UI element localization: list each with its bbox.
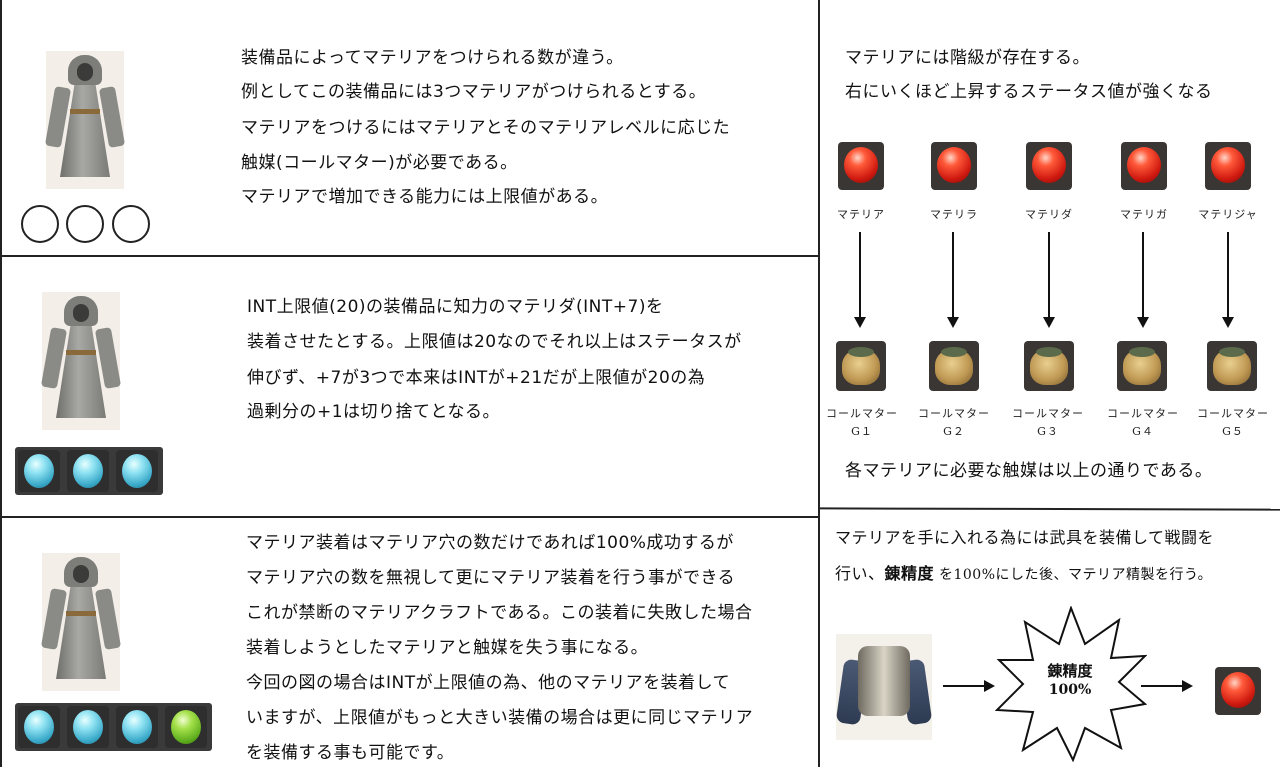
burst-value: 100%	[1048, 682, 1092, 698]
blue-materia-icon	[67, 450, 109, 492]
materia-name: マテリガ	[1120, 208, 1168, 221]
blue-materia-icon	[116, 706, 158, 748]
down-arrow-icon	[1137, 232, 1149, 328]
catalyst-sack-icon	[1207, 341, 1257, 391]
materia-name: マテリア	[837, 208, 885, 221]
panel1-line: 装備品によってマテリアをつけられる数が違う。	[241, 48, 624, 68]
robe-image	[40, 292, 122, 430]
panel3-line: マテリア穴の数を無視して更にマテリア装着を行う事ができる	[246, 568, 736, 588]
refine-keyword: 錬精度	[884, 564, 935, 583]
catalyst-grade: G５	[1222, 425, 1244, 438]
acquire-line-2-start: 行い、	[835, 564, 885, 583]
materia-rank-subheading: 右にいくほど上昇するステータス値が強くなる	[845, 82, 1213, 102]
red-materia-icon	[931, 142, 977, 190]
acquire-line-2: 行い、錬精度 を100%にした後、マテリア精製を行う。	[835, 563, 1212, 586]
down-arrow-icon	[1043, 232, 1055, 328]
burst-label: 錬精度	[1047, 662, 1093, 680]
panel1-line: マテリアで増加できる能力には上限値がある。	[241, 187, 609, 207]
blue-materia-icon	[116, 450, 158, 492]
panel2-line: INT上限値(20)の装備品に知力のマテリダ(INT+7)を	[247, 297, 664, 317]
panel1-line: マテリアをつけるにはマテリアとそのマテリアレベルに応じた	[241, 118, 731, 138]
catalyst-name: コールマター	[1197, 407, 1269, 420]
blue-materia-icon	[18, 450, 60, 492]
acquire-line-2-end: を100%にした後、マテリア精製を行う。	[934, 567, 1213, 583]
center-divider	[818, 0, 820, 767]
catalyst-name: コールマター	[1107, 407, 1179, 420]
right-arrow-icon	[943, 680, 995, 692]
panel2-line: 伸びず、+7が3つで本来はINTが+21だが上限値が20の為	[247, 368, 706, 388]
down-arrow-icon	[1222, 232, 1234, 328]
red-materia-icon	[1205, 142, 1251, 190]
materia-rank-heading: マテリアには階級が存在する。	[845, 48, 1090, 68]
armor-image	[835, 634, 933, 740]
empty-slot	[112, 205, 150, 243]
green-materia-icon	[165, 706, 207, 748]
left-border	[0, 0, 2, 767]
right-divider	[819, 507, 1280, 511]
catalyst-sack-icon	[929, 341, 979, 391]
red-materia-icon	[1026, 142, 1072, 190]
blue-materia-icon	[18, 706, 60, 748]
panel1-line: 触媒(コールマター)が必要である。	[241, 153, 518, 173]
panel2-bottom-divider	[0, 516, 820, 518]
burst-shape	[995, 606, 1147, 762]
catalyst-name: コールマター	[826, 407, 898, 420]
catalyst-footer-text: 各マテリアに必要な触媒は以上の通りである。	[845, 461, 1213, 481]
catalyst-grade: G１	[851, 425, 873, 438]
acquire-line-1: マテリアを手に入れる為には武具を装備して戦闘を	[835, 528, 1215, 547]
panel3-line: 今回の図の場合はINTが上限値の為、他のマテリアを装着して	[246, 673, 731, 693]
down-arrow-icon	[854, 232, 866, 328]
red-materia-icon	[1215, 667, 1261, 715]
panel3-line: 装着しようとしたマテリアと触媒を失う事になる。	[246, 638, 649, 658]
materia-name: マテリジャ	[1198, 208, 1258, 221]
panel3-line: いますが、上限値がもっと大きい装備の場合は更に同じマテリア	[246, 708, 754, 728]
panel3-line: これが禁断のマテリアクラフトである。この装着に失敗した場合	[246, 603, 753, 623]
empty-slot	[21, 205, 59, 243]
red-materia-icon	[1121, 142, 1167, 190]
panel3-line: を装備する事も可能です。	[246, 743, 455, 763]
panel3-line: マテリア装着はマテリア穴の数だけであれば100%成功するが	[246, 533, 734, 553]
blue-materia-icon	[67, 706, 109, 748]
catalyst-grade: G２	[943, 425, 965, 438]
catalyst-name: コールマター	[1012, 407, 1084, 420]
catalyst-grade: G４	[1132, 425, 1154, 438]
catalyst-grade: G３	[1037, 425, 1059, 438]
catalyst-name: コールマター	[918, 407, 990, 420]
catalyst-sack-icon	[1024, 341, 1074, 391]
down-arrow-icon	[947, 232, 959, 328]
right-arrow-icon	[1141, 680, 1193, 692]
materia-name: マテリラ	[930, 208, 978, 221]
panel1-line: 例としてこの装備品には3つマテリアがつけられるとする。	[241, 82, 707, 102]
empty-slot	[66, 205, 104, 243]
panel1-bottom-divider	[0, 255, 820, 257]
materia-name: マテリダ	[1025, 208, 1073, 221]
robe-image	[44, 51, 126, 189]
catalyst-sack-icon	[836, 341, 886, 391]
panel2-line: 装着させたとする。上限値は20なのでそれ以上はステータスが	[247, 332, 742, 352]
catalyst-sack-icon	[1117, 341, 1167, 391]
robe-image	[40, 553, 122, 691]
red-materia-icon	[838, 142, 884, 190]
panel2-line: 過剰分の+1は切り捨てとなる。	[247, 402, 501, 422]
